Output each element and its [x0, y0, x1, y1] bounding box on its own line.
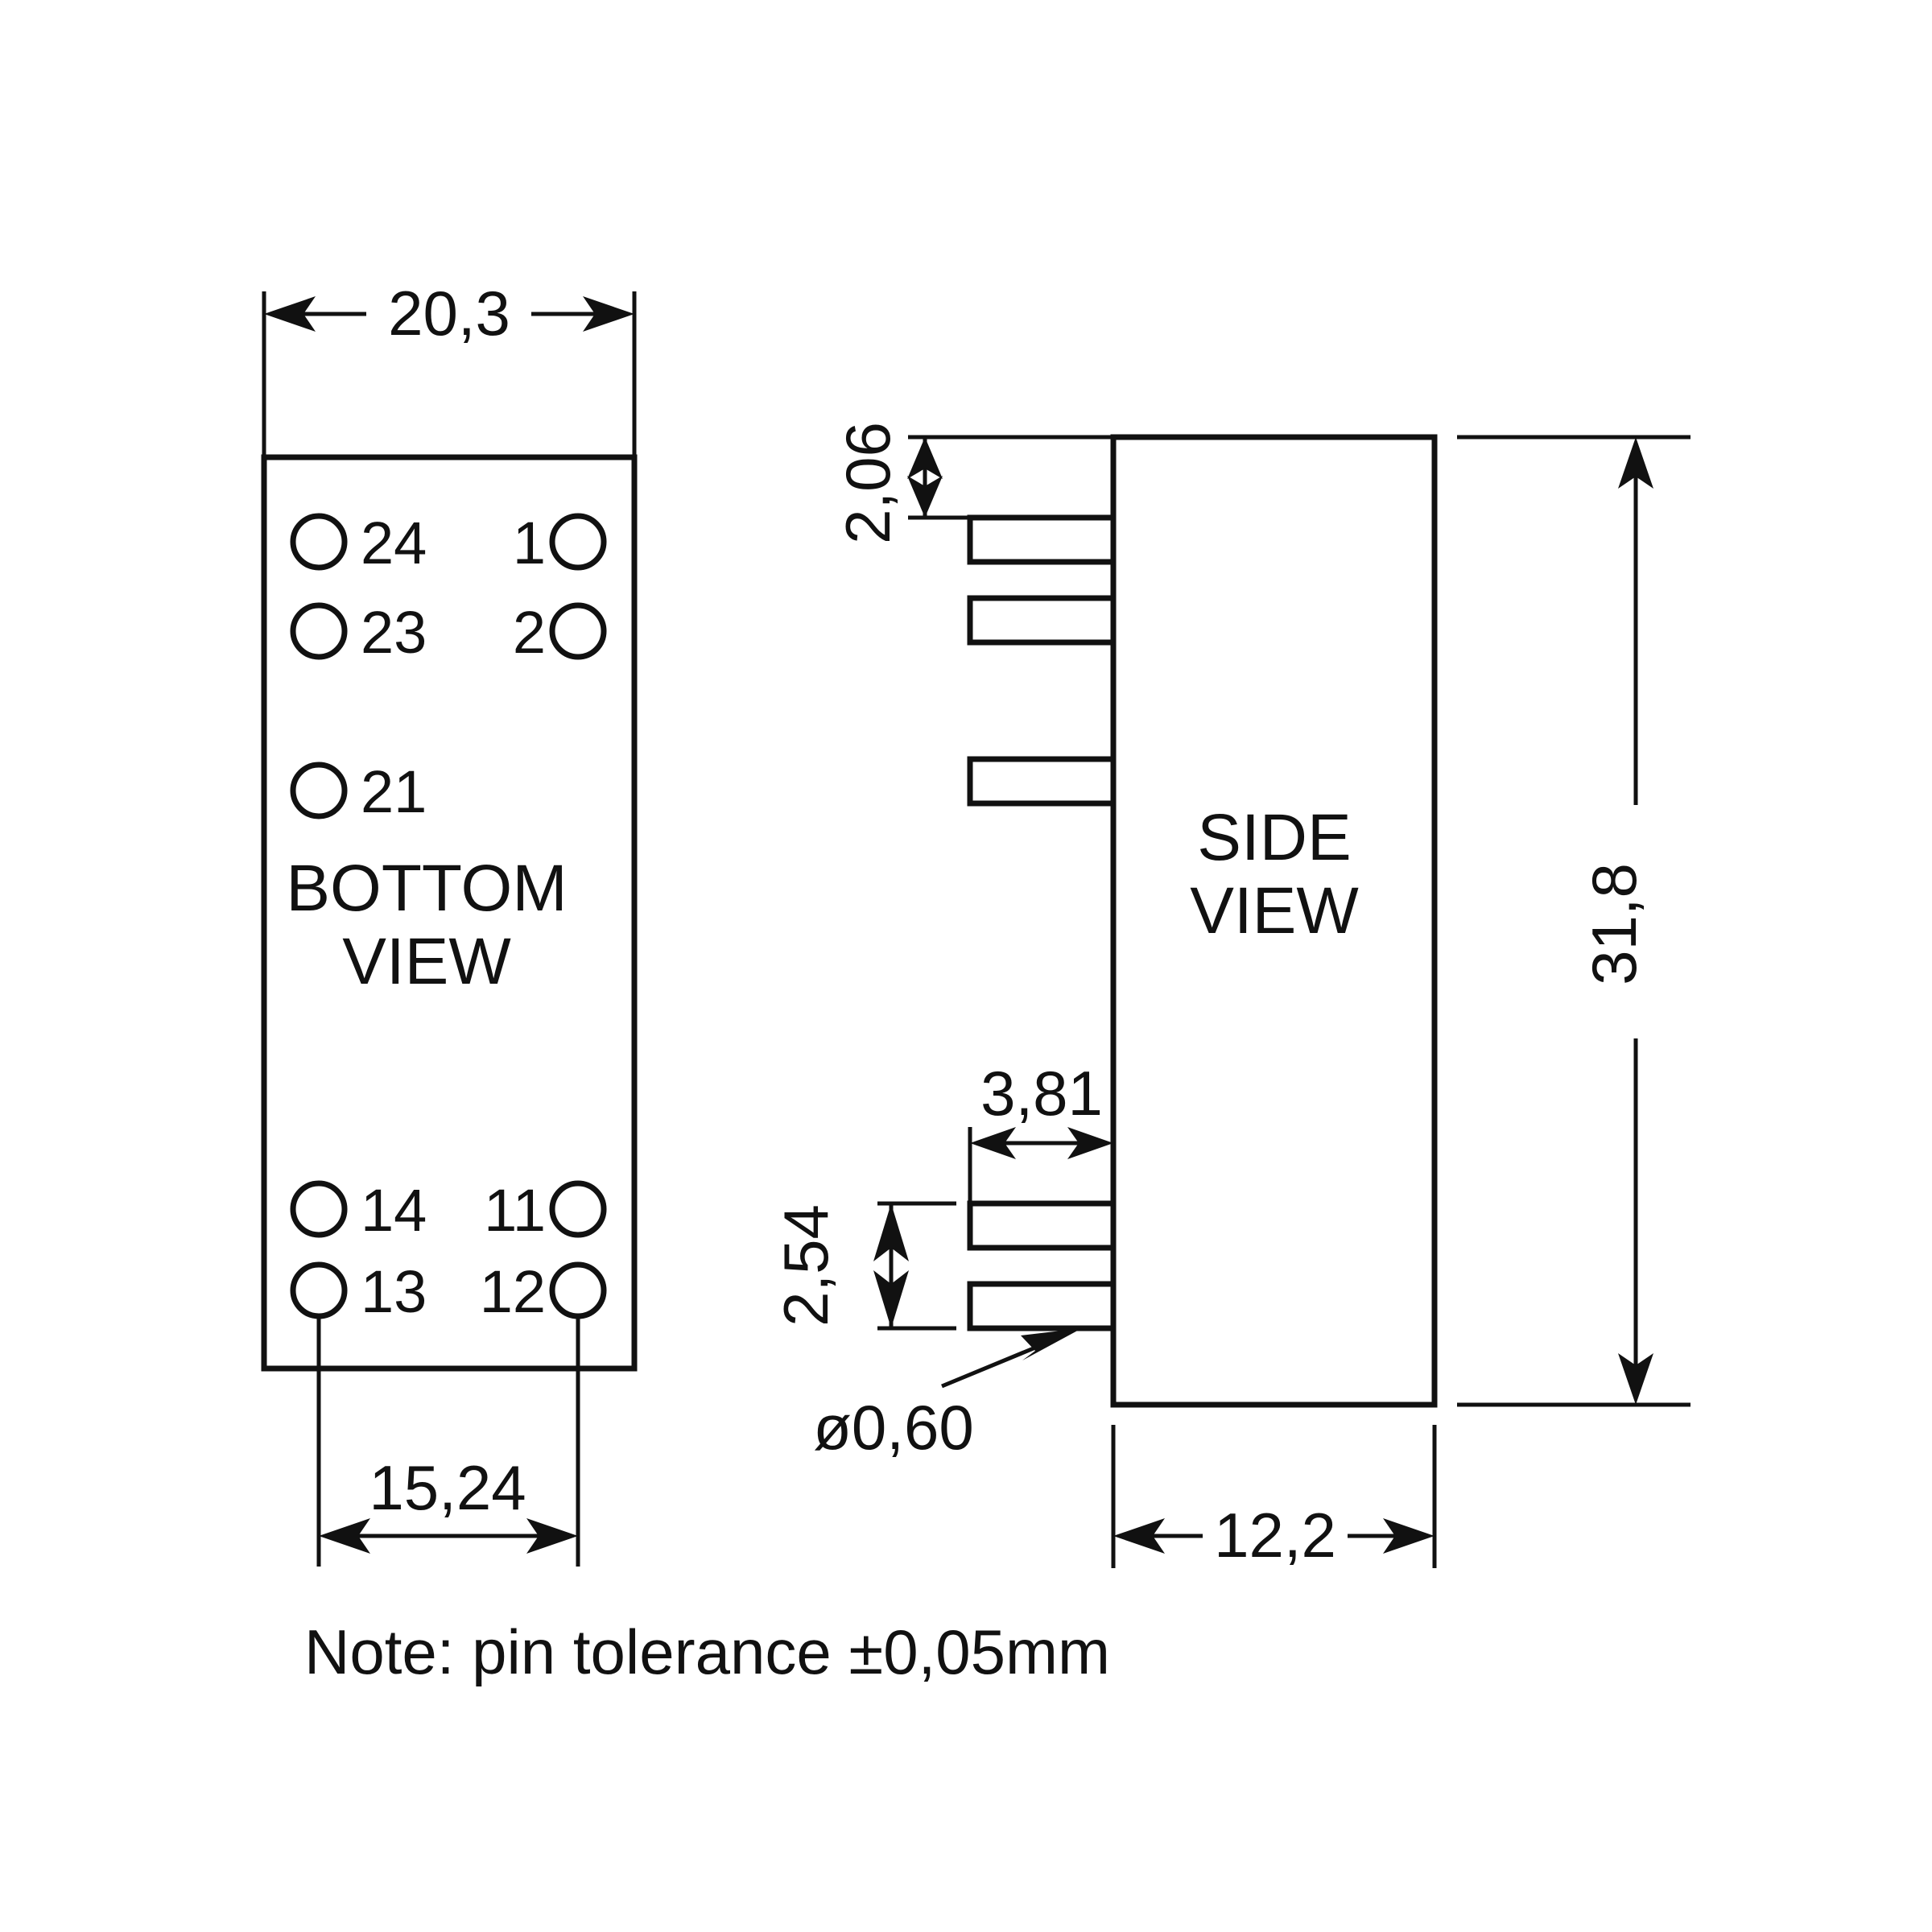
- side-pin-5: [967, 1281, 1117, 1331]
- dimension-body-width: 20,3: [262, 278, 637, 457]
- dimension-label-body-width: 20,3: [388, 278, 510, 349]
- dimension-pin-diameter: ø0,60: [813, 1328, 1082, 1463]
- side-pin-4: [967, 1200, 1117, 1251]
- dimension-label-top-pin-offset: 2,06: [832, 422, 903, 544]
- arrowhead-318-bottom-icon: [1618, 1353, 1653, 1405]
- arrowhead-diameter-icon: [1021, 1328, 1082, 1360]
- arrowhead-254-bottom-icon: [873, 1270, 909, 1328]
- pin-hole-1-icon: [549, 513, 607, 571]
- arrowhead-206-bottom-icon: [907, 476, 943, 518]
- dimension-label-body-height: 31,8: [1579, 863, 1649, 985]
- pin-label-21: 21: [361, 758, 427, 825]
- bottom-view-caption-line1: BOTTOM: [286, 852, 567, 925]
- dimension-label-pin-diameter: ø0,60: [813, 1392, 973, 1463]
- pin-row-13-12: 13 12: [290, 1258, 607, 1325]
- pin-label-13: 13: [361, 1258, 427, 1325]
- dim-label-mask-height: [1599, 805, 1673, 1038]
- dimension-body-depth: 12,2: [1111, 1425, 1437, 1571]
- pin-label-1: 1: [513, 510, 546, 576]
- arrowhead-depth-left-icon: [1113, 1518, 1165, 1554]
- arrowhead-381-left-icon: [970, 1127, 1016, 1159]
- pin-label-24: 24: [361, 510, 427, 576]
- pin-label-11: 11: [484, 1177, 546, 1244]
- bottom-view-body-outline: [261, 454, 638, 1372]
- pin-hole-13-icon: [290, 1261, 348, 1319]
- pin-hole-23-icon: [290, 602, 348, 660]
- side-pin-3: [967, 756, 1117, 807]
- pin-row-23-2: 23 2: [290, 599, 607, 666]
- dimension-label-pin-pitch: 2,54: [770, 1204, 841, 1327]
- side-view-body-outline: [1110, 434, 1438, 1408]
- dimension-pin-length: 3,81: [968, 1058, 1113, 1208]
- pin-hole-11-icon: [549, 1180, 607, 1238]
- side-pin-2: [967, 595, 1117, 646]
- pin-label-23: 23: [361, 599, 427, 666]
- dimension-pin-pitch: 2,54: [770, 1201, 956, 1331]
- pin-row-14-11: 14 11: [290, 1177, 607, 1244]
- arrowhead-254-top-icon: [873, 1203, 909, 1261]
- side-view-caption-line2: VIEW: [1190, 874, 1359, 947]
- bottom-view-caption-line2: VIEW: [342, 925, 511, 998]
- arrowhead-pinspan-right-icon: [526, 1518, 578, 1554]
- arrowhead-318-top-icon: [1618, 437, 1653, 489]
- arrowhead-381-right-icon: [1067, 1127, 1113, 1159]
- pin-label-2: 2: [513, 599, 546, 666]
- pin-hole-12-icon: [549, 1261, 607, 1319]
- pin-row-21: 21: [290, 758, 427, 825]
- dimension-label-body-depth: 12,2: [1214, 1500, 1336, 1571]
- dimension-label-pin-span: 15,24: [369, 1452, 526, 1523]
- side-pin-1: [967, 514, 1117, 565]
- pin-hole-14-icon: [290, 1180, 348, 1238]
- pin-hole-2-icon: [549, 602, 607, 660]
- pin-label-14: 14: [361, 1177, 427, 1244]
- pin-hole-21-icon: [290, 762, 348, 819]
- side-view-caption-line1: SIDE: [1197, 801, 1351, 874]
- arrowhead-pinspan-left-icon: [319, 1518, 370, 1554]
- arrowhead-right-icon: [583, 296, 634, 332]
- arrowhead-left-icon: [264, 296, 316, 332]
- dimension-pin-span: 15,24: [316, 1317, 580, 1567]
- pin-row-24-1: 24 1: [290, 510, 607, 576]
- tolerance-note: Note: pin tolerance ±0,05mm: [304, 1616, 1110, 1687]
- pin-hole-24-icon: [290, 513, 348, 571]
- dimension-top-pin-offset: 2,06: [832, 422, 1113, 544]
- arrowhead-depth-right-icon: [1383, 1518, 1435, 1554]
- dimension-label-pin-length: 3,81: [980, 1058, 1103, 1129]
- arrowhead-206-top-icon: [907, 437, 943, 479]
- pin-label-12: 12: [480, 1258, 546, 1325]
- dimension-body-height: 31,8: [1457, 435, 1690, 1407]
